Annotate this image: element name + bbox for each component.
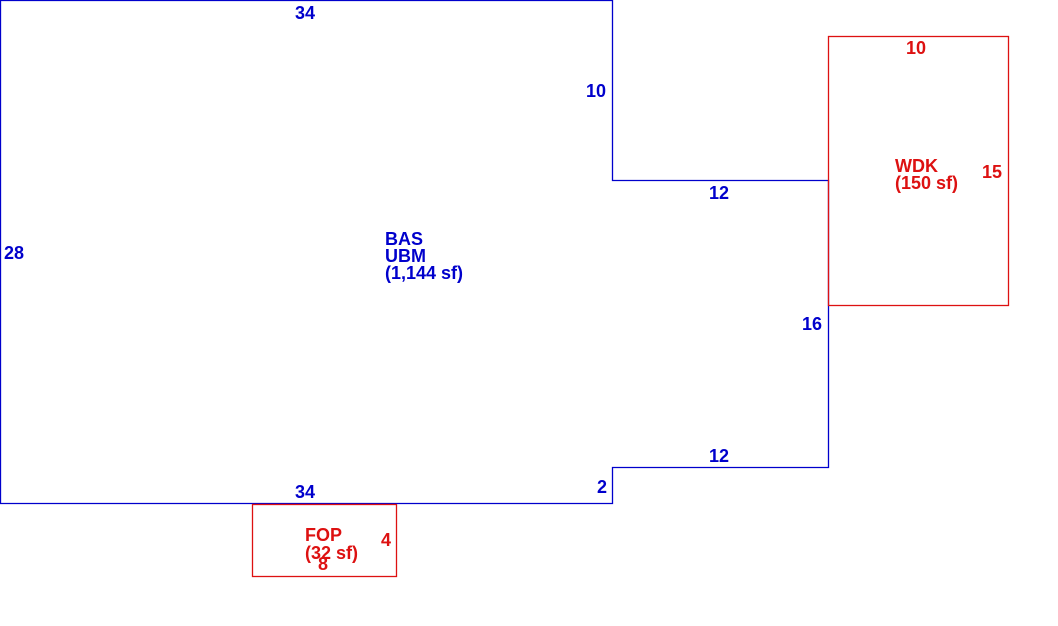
dim-main-top: 34 [295,3,315,23]
fop-sf: (32 sf) [305,543,358,563]
dim-wdk-top: 10 [906,38,926,58]
dim-main-right-lower: 2 [597,477,607,497]
dim-fop-bottom: 8 [318,554,328,574]
dim-main-notch-bottom: 12 [709,446,729,466]
main-area-code-bas: BAS [385,229,423,249]
main-area-code-ubm: UBM [385,246,426,266]
dim-main-left: 28 [4,243,24,263]
main-area-sf: (1,144 sf) [385,263,463,283]
dim-wdk-right: 15 [982,162,1002,182]
fop-code: FOP [305,525,342,545]
dim-main-notch-top: 12 [709,183,729,203]
wdk-sf: (150 sf) [895,173,958,193]
main-area-outline [0,0,830,505]
wdk-outline [827,35,1010,307]
dim-main-bottom: 34 [295,482,315,502]
dim-main-right-upper: 10 [586,81,606,101]
wdk-code: WDK [895,156,938,176]
dim-fop-right: 4 [381,530,391,550]
dim-main-right-mid: 16 [802,314,822,334]
fop-outline [251,503,398,578]
